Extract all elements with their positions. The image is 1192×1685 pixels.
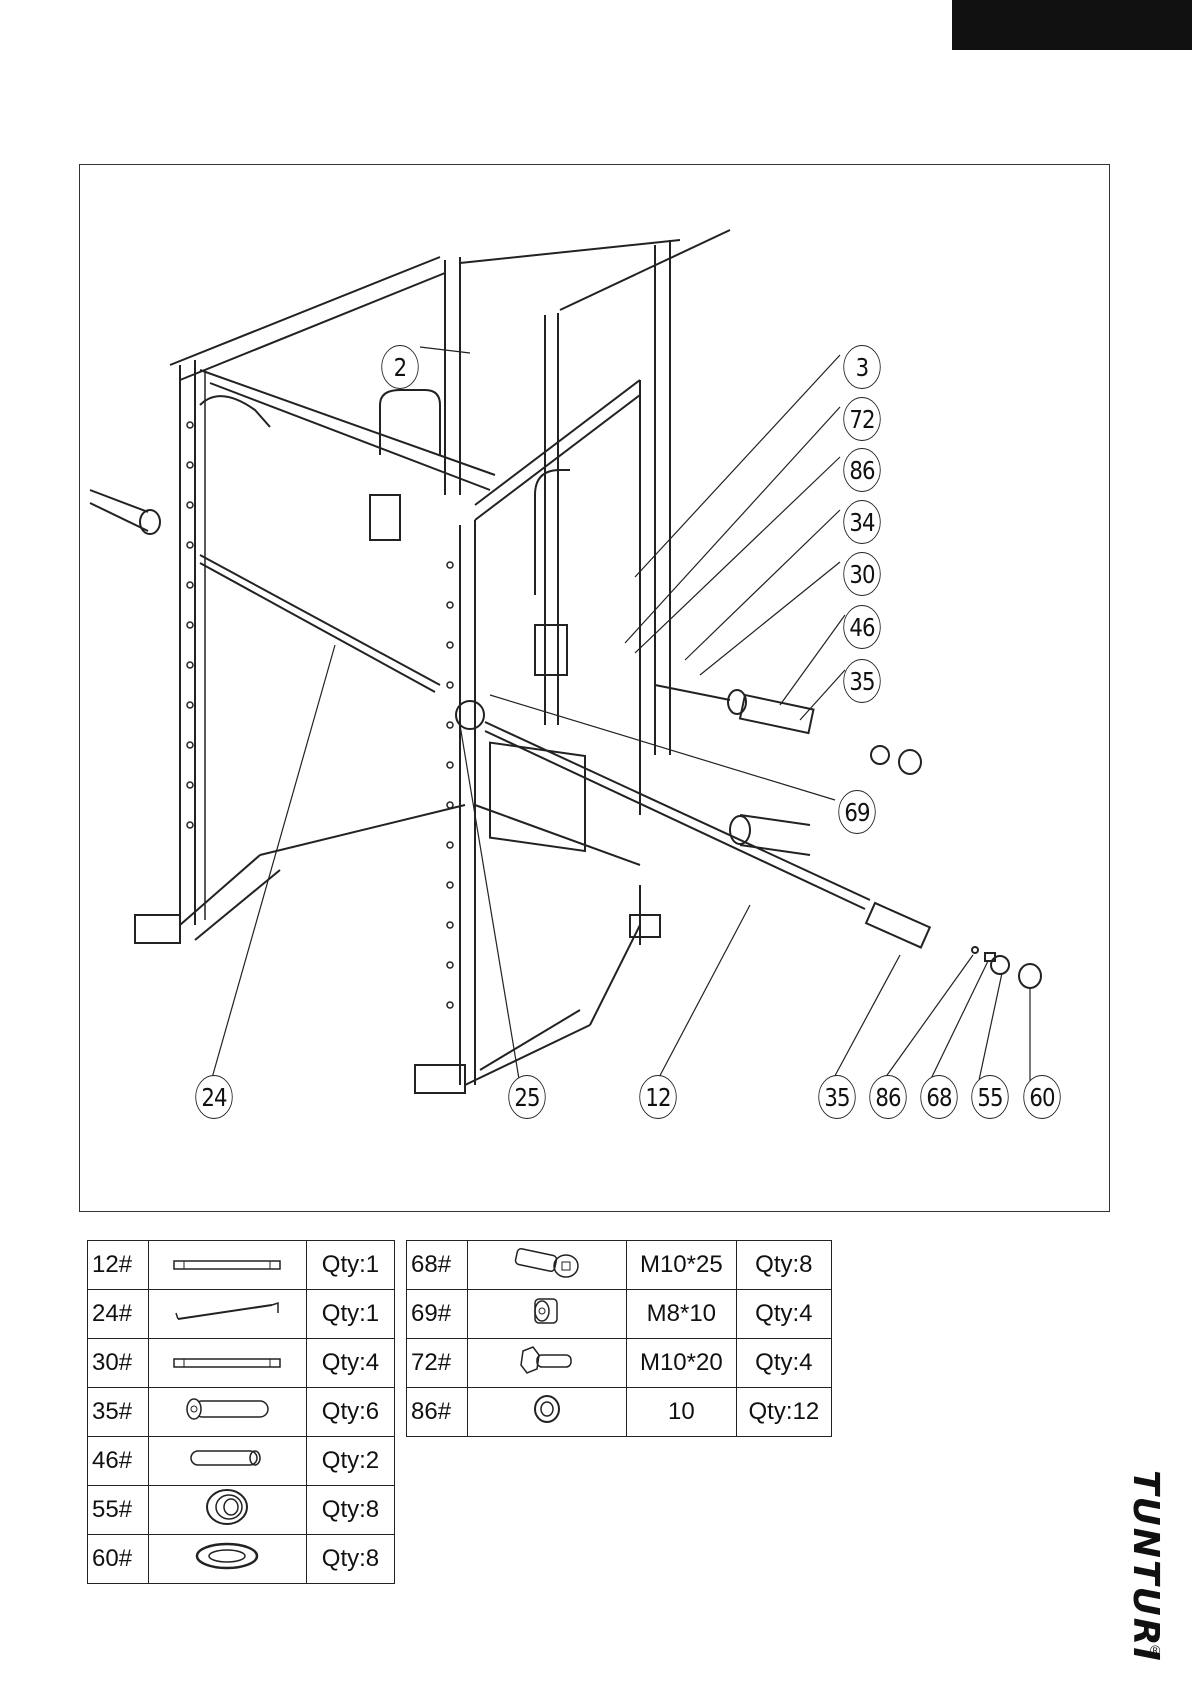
frame-drawing bbox=[80, 165, 1111, 1213]
callout-25: 25 bbox=[508, 1075, 545, 1119]
part-spec: 10 bbox=[627, 1388, 737, 1437]
table-row: 55# Qty:8 bbox=[88, 1486, 395, 1535]
table-row: 69# M8*10 Qty:4 bbox=[407, 1290, 832, 1339]
part-qty: Qty:12 bbox=[736, 1388, 831, 1437]
corner-tab bbox=[952, 0, 1192, 50]
table-row: 86# 10 Qty:12 bbox=[407, 1388, 832, 1437]
table-row: 68# M10*25 Qty:8 bbox=[407, 1241, 832, 1290]
grip-sleeve-icon bbox=[149, 1388, 307, 1437]
callout-2: 2 bbox=[381, 345, 418, 389]
table-row: 30# Qty:4 bbox=[88, 1339, 395, 1388]
callout-86-lower: 86 bbox=[869, 1075, 906, 1119]
callout-60: 60 bbox=[1023, 1075, 1060, 1119]
part-qty: Qty:4 bbox=[736, 1290, 831, 1339]
part-qty: Qty:8 bbox=[736, 1241, 831, 1290]
part-code: 55# bbox=[88, 1486, 149, 1535]
callout-72: 72 bbox=[843, 397, 880, 441]
part-code: 24# bbox=[88, 1290, 149, 1339]
table-row: 46# Qty:2 bbox=[88, 1437, 395, 1486]
parts-table-left: 12# Qty:1 24# Qty:1 30# Qty:4 35# Qty:6 … bbox=[87, 1240, 395, 1584]
bar-bent-icon bbox=[149, 1290, 307, 1339]
part-code: 30# bbox=[88, 1339, 149, 1388]
part-code: 60# bbox=[88, 1535, 149, 1584]
socket-bolt-icon bbox=[468, 1241, 627, 1290]
callout-35-upper: 35 bbox=[843, 659, 880, 703]
part-spec: M10*20 bbox=[627, 1339, 737, 1388]
brand-logo: TUNTURI bbox=[1126, 1470, 1166, 1630]
table-row: 12# Qty:1 bbox=[88, 1241, 395, 1290]
callout-30: 30 bbox=[843, 552, 880, 596]
part-qty: Qty:1 bbox=[306, 1241, 394, 1290]
part-code: 35# bbox=[88, 1388, 149, 1437]
bar-long-icon bbox=[149, 1339, 307, 1388]
part-spec: M10*25 bbox=[627, 1241, 737, 1290]
part-code: 86# bbox=[407, 1388, 468, 1437]
tube-icon bbox=[149, 1437, 307, 1486]
registered-mark: ® bbox=[1150, 1642, 1160, 1658]
callout-34: 34 bbox=[843, 500, 880, 544]
washer-icon bbox=[468, 1388, 627, 1437]
table-row: 24# Qty:1 bbox=[88, 1290, 395, 1339]
hex-bolt-icon bbox=[468, 1339, 627, 1388]
callout-35-lower: 35 bbox=[818, 1075, 855, 1119]
part-qty: Qty:8 bbox=[306, 1535, 394, 1584]
knob-icon bbox=[149, 1486, 307, 1535]
callout-24: 24 bbox=[195, 1075, 232, 1119]
washer-large-icon bbox=[149, 1535, 307, 1584]
part-code: 12# bbox=[88, 1241, 149, 1290]
part-code: 46# bbox=[88, 1437, 149, 1486]
parts-table-right: 68# M10*25 Qty:8 69# M8*10 Qty:4 72# M10… bbox=[406, 1240, 832, 1437]
callout-46: 46 bbox=[843, 605, 880, 649]
table-row: 72# M10*20 Qty:4 bbox=[407, 1339, 832, 1388]
part-qty: Qty:1 bbox=[306, 1290, 394, 1339]
nut-icon bbox=[468, 1290, 627, 1339]
bar-long-icon bbox=[149, 1241, 307, 1290]
part-code: 68# bbox=[407, 1241, 468, 1290]
callout-12: 12 bbox=[639, 1075, 676, 1119]
callout-68: 68 bbox=[920, 1075, 957, 1119]
part-qty: Qty:8 bbox=[306, 1486, 394, 1535]
part-code: 69# bbox=[407, 1290, 468, 1339]
exploded-diagram: 2 3 72 86 34 30 46 35 69 24 25 12 35 86 … bbox=[79, 164, 1110, 1212]
table-row: 60# Qty:8 bbox=[88, 1535, 395, 1584]
part-qty: Qty:2 bbox=[306, 1437, 394, 1486]
callout-3: 3 bbox=[843, 345, 880, 389]
part-qty: Qty:6 bbox=[306, 1388, 394, 1437]
part-qty: Qty:4 bbox=[736, 1339, 831, 1388]
part-spec: M8*10 bbox=[627, 1290, 737, 1339]
table-row: 35# Qty:6 bbox=[88, 1388, 395, 1437]
callout-69: 69 bbox=[838, 790, 875, 834]
callout-86: 86 bbox=[843, 448, 880, 492]
part-qty: Qty:4 bbox=[306, 1339, 394, 1388]
callout-55: 55 bbox=[971, 1075, 1008, 1119]
part-code: 72# bbox=[407, 1339, 468, 1388]
